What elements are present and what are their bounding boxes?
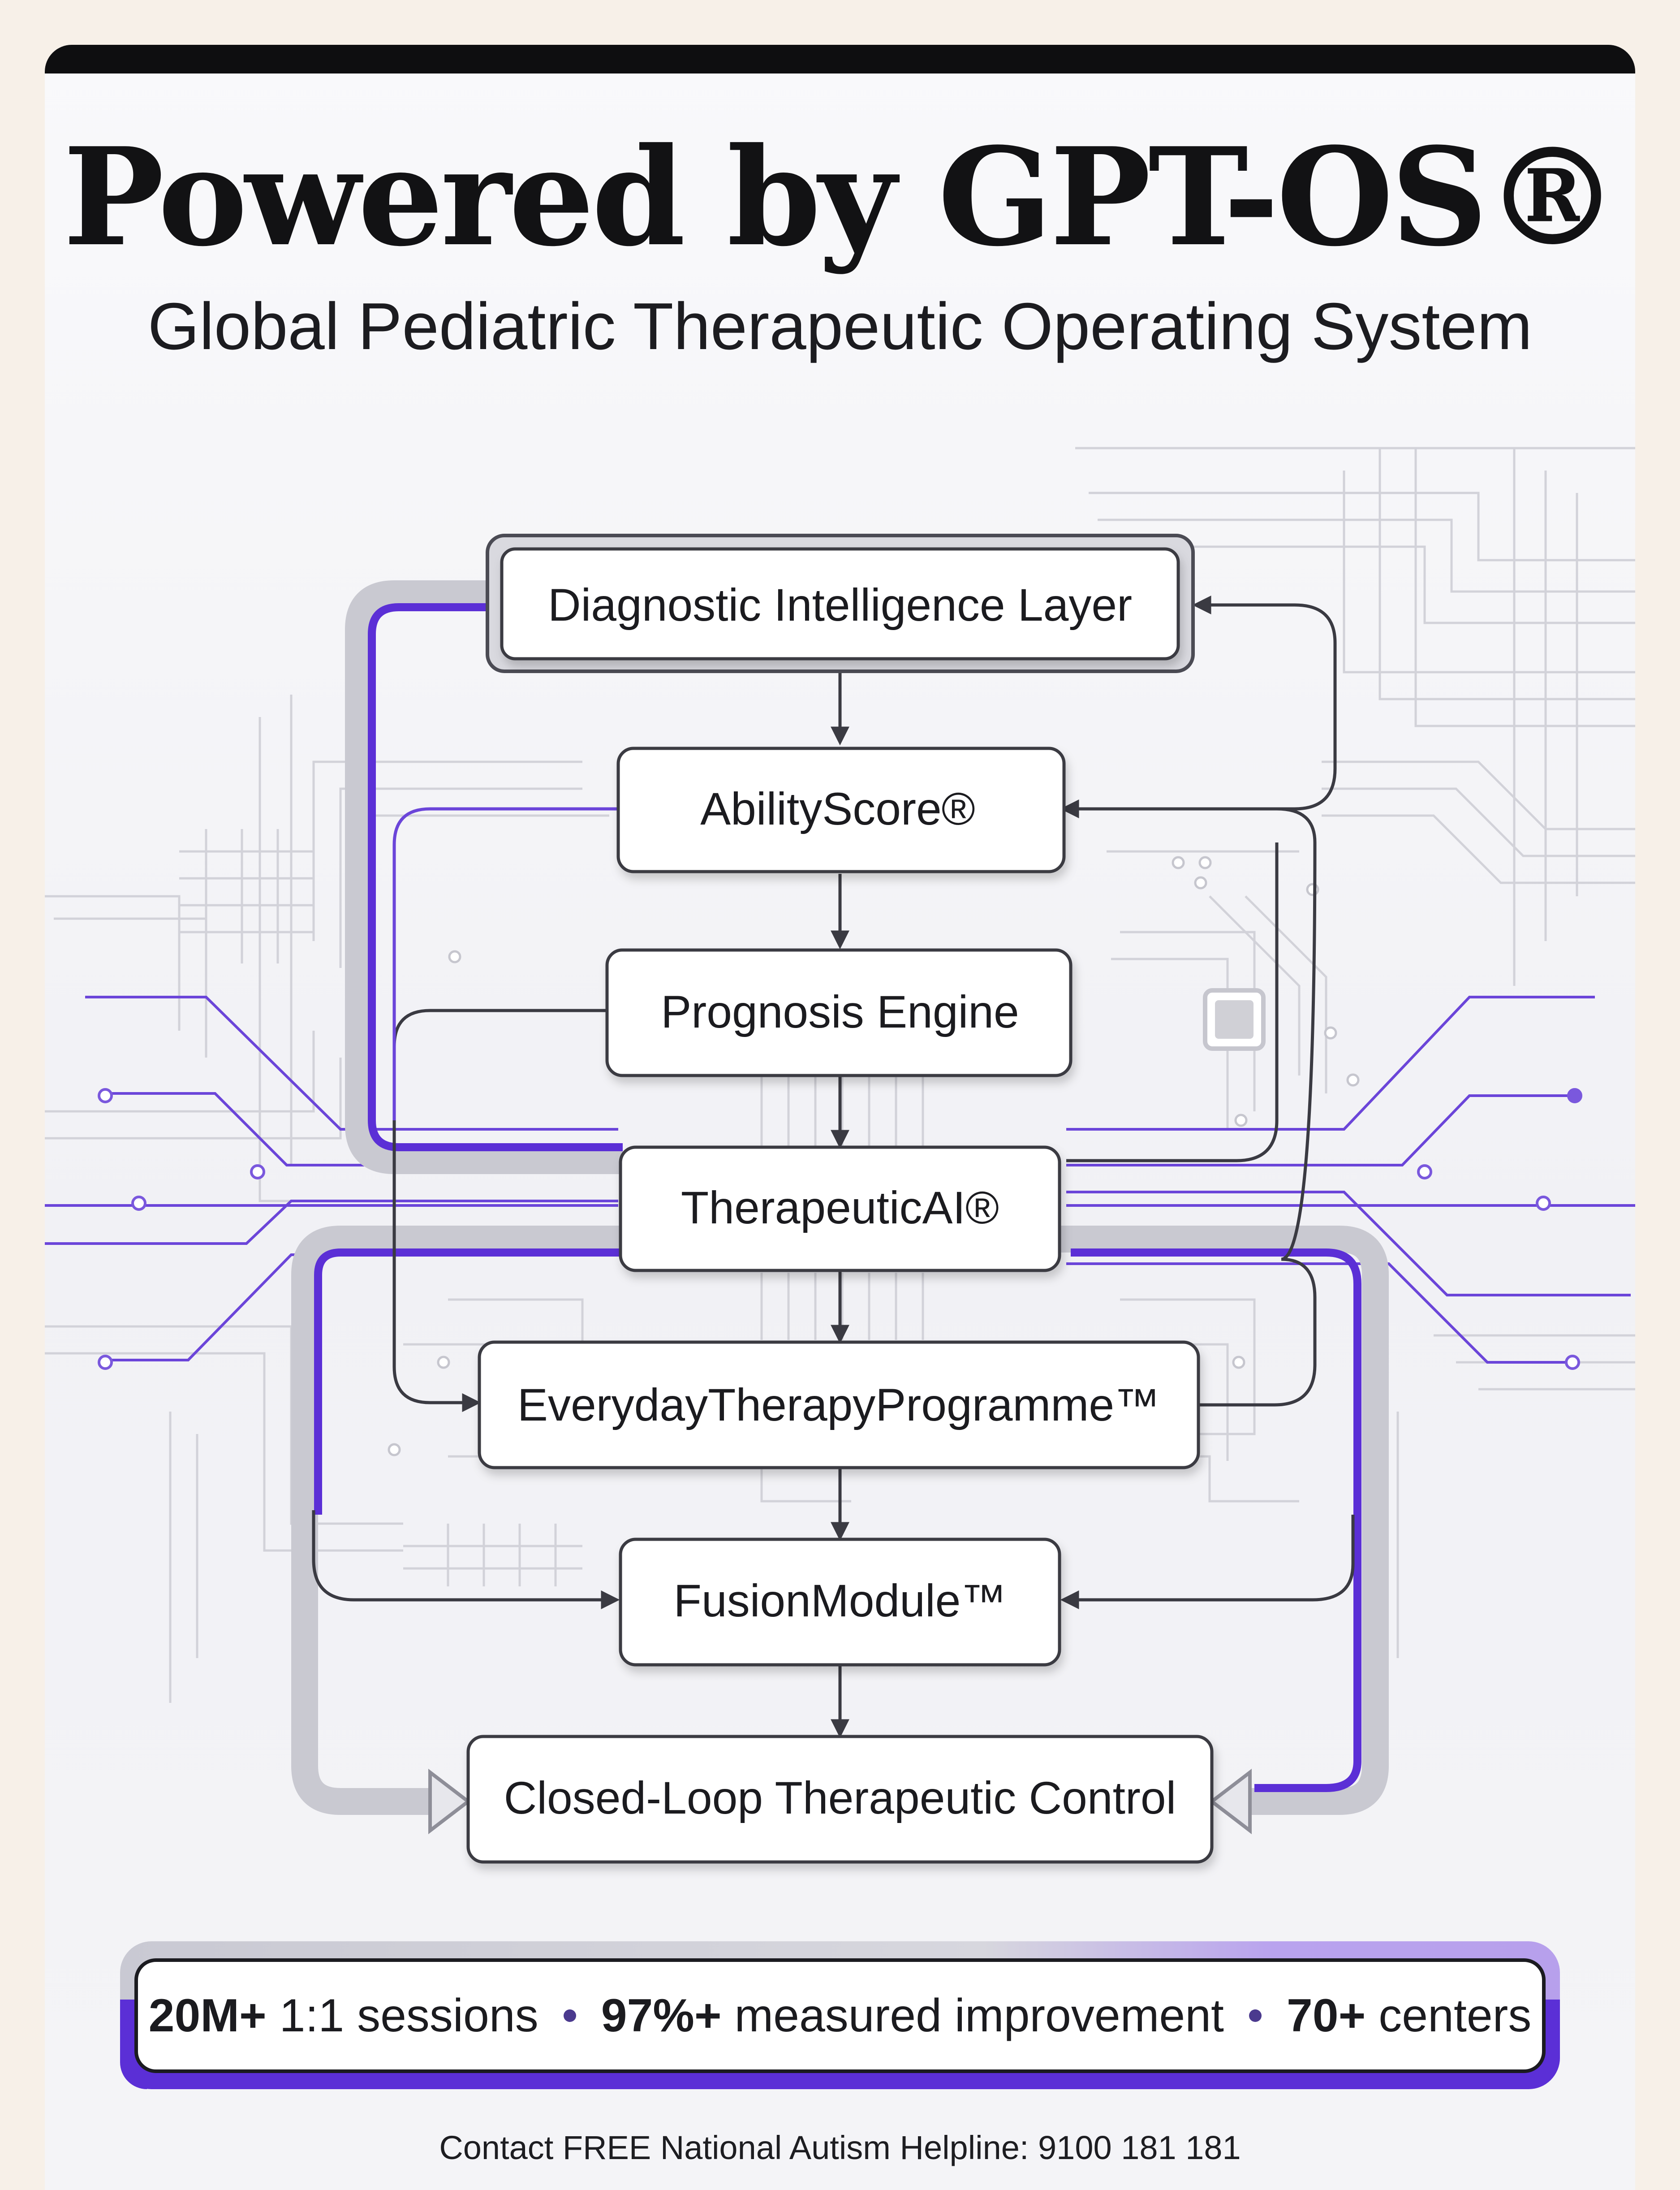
top-bar: [45, 45, 1635, 73]
separator-dot: [563, 2009, 576, 2022]
node-closedloop: Closed-Loop Therapeutic Control: [466, 1735, 1214, 1864]
node-label-diagnostic: Diagnostic Intelligence Layer: [548, 579, 1132, 631]
node-diagnostic: Diagnostic Intelligence Layer: [486, 534, 1195, 673]
stat-centers: 70+ centers: [1286, 1989, 1532, 2042]
node-therapeuticai: TherapeuticAI®: [619, 1145, 1061, 1272]
feedback-loop-upper: [345, 580, 623, 1174]
node-label-prognosis: Prognosis Engine: [661, 986, 1019, 1037]
node-label-fusion: FusionModule™: [674, 1575, 1007, 1626]
separator-dot: [1249, 2009, 1262, 2022]
node-label-everyday: EverydayTherapyProgramme™: [517, 1379, 1160, 1430]
node-fusion: FusionModule™: [619, 1538, 1061, 1667]
stat-sessions: 20M+ 1:1 sessions: [148, 1989, 538, 2042]
node-abilityscore: AbilityScore®: [616, 747, 1066, 873]
purple-terminals: [98, 1088, 1582, 1370]
purple-connector: [392, 807, 618, 1120]
connectors: [312, 596, 1355, 1738]
stats-bar: 20M+ 1:1 sessions 97%+ measured improvem…: [134, 1958, 1546, 2073]
stat-improvement: 97%+ measured improvement: [601, 1989, 1224, 2042]
circuit-nodes: [388, 856, 1360, 1456]
return-connector: [1066, 842, 1279, 1162]
node-label-therapeuticai: TherapeuticAI®: [681, 1182, 999, 1233]
contact-line: Contact FREE National Autism Helpline: 9…: [439, 2129, 1241, 2166]
node-label-closedloop: Closed-Loop Therapeutic Control: [504, 1772, 1176, 1823]
node-everyday: EverydayTherapyProgramme™: [478, 1340, 1200, 1469]
page-subtitle: Global Pediatric Therapeutic Operating S…: [147, 289, 1533, 363]
node-label-abilityscore: AbilityScore®: [700, 783, 975, 834]
node-prognosis: Prognosis Engine: [605, 948, 1073, 1077]
page-title: Powered by GPT-OS®: [63, 118, 1620, 276]
feedback-loop-lower: [291, 1226, 1389, 1835]
chip-core: [1215, 1000, 1254, 1039]
